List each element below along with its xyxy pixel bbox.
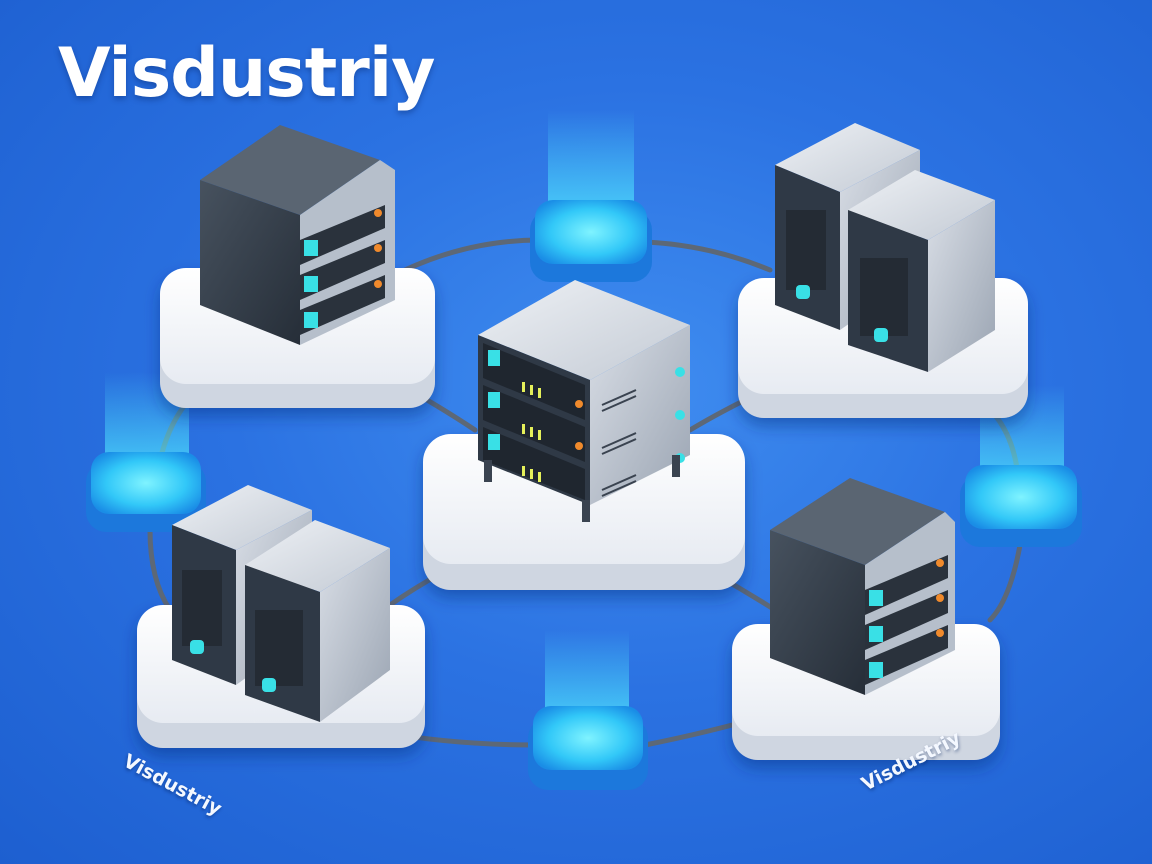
- glow-node-top: [530, 110, 652, 282]
- server-dark-cube-top-left: [200, 125, 395, 345]
- cable: [987, 542, 1023, 623]
- rack-units: [483, 343, 585, 500]
- server-towers-top-right: [775, 123, 995, 372]
- server-towers-bottom-left: [172, 485, 390, 722]
- server-rack-center: [478, 280, 690, 522]
- glow-node-bottom: [528, 630, 648, 790]
- cable: [642, 239, 773, 273]
- brand-title: Visdustriy: [58, 34, 435, 113]
- cable: [147, 527, 173, 613]
- cable: [402, 237, 543, 273]
- server-dark-cube-bottom-right: [770, 478, 955, 695]
- drive-bays: [300, 205, 385, 335]
